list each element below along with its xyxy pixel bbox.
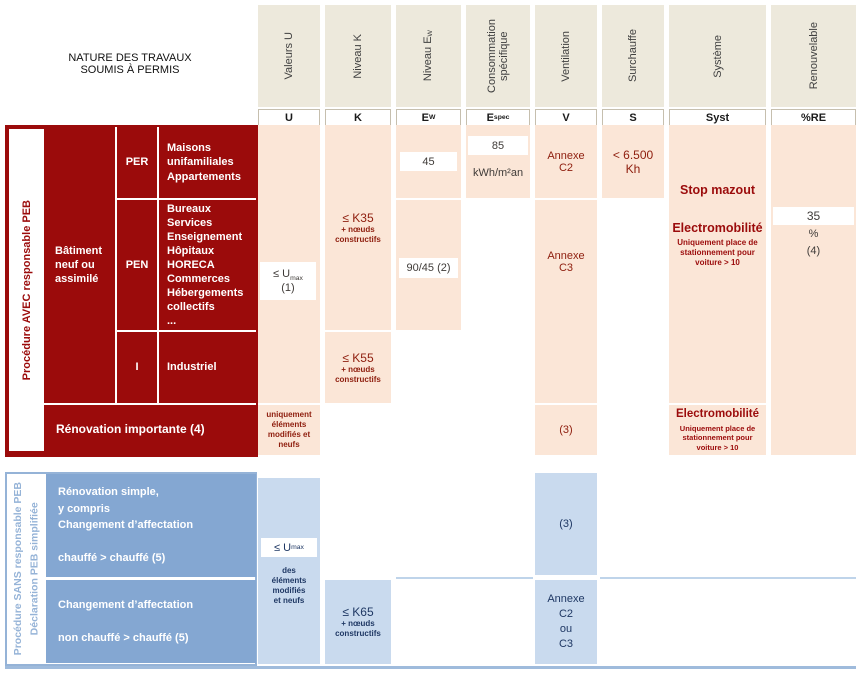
cell-v-blue-row1: (3) (535, 473, 597, 575)
code-cell-u: U (258, 109, 320, 126)
cell-syst-renovation: Electromobilité Uniquement place de stat… (669, 405, 766, 455)
header-niveau-k-label: Niveau K (352, 33, 364, 79)
grid-line (117, 198, 256, 200)
grid-line (44, 403, 256, 405)
value-re-note: (4) (806, 245, 821, 257)
code-cell-v: V (535, 109, 597, 126)
row-divider-line (396, 577, 533, 579)
cell-desc-per: Maisons unifamiliales Appartements (159, 127, 256, 198)
cell-v-pen: Annexe C3 (535, 200, 597, 403)
header-consommation: Consommation spécifique (466, 5, 530, 107)
value-espec-box: 85 (468, 136, 528, 155)
value-electromobilite-note: Uniquement place de stationnement pour v… (677, 238, 758, 267)
header-niveau-ew: Niveau EW (396, 5, 461, 107)
code-cell-re: %RE (771, 109, 856, 126)
value-re-unit: % (808, 228, 819, 240)
header-surchauffe-label: Surchauffe (627, 29, 639, 83)
table-title: NATURE DES TRAVAUX SOUMIS À PERMIS (68, 52, 192, 76)
value-re-box: 35 (773, 207, 854, 225)
value-ew-pen-box: 90/45 (2) (399, 258, 458, 278)
header-renouvelable: Renouvelable (771, 5, 856, 107)
side-strip-avec: Procédure AVEC responsable PEB (9, 129, 44, 451)
value-u-blue-note: des éléments modifiés et neufs (271, 566, 307, 605)
value-electromobilite-note-2: Uniquement place de stationnement pour v… (679, 424, 756, 452)
header-renouvelable-label: Renouvelable (807, 22, 820, 90)
cell-renovation-importante: Rénovation importante (4) (46, 405, 256, 455)
grid-line (115, 330, 256, 332)
value-electromobilite-2: Electromobilité (675, 408, 760, 420)
header-consommation-label: Consommation spécifique (486, 19, 510, 93)
header-systeme-label: Système (711, 34, 724, 78)
cell-v-per: Annexe C2 (535, 125, 597, 198)
header-ventilation: Ventilation (535, 5, 597, 107)
cell-s-per: < 6.500 Kh (602, 125, 664, 198)
value-umax-box: ≤ Umax (1) (260, 262, 316, 300)
cell-desc-industriel: Industriel (159, 332, 256, 403)
cell-code-per: PER (117, 127, 157, 198)
value-electromobilite: Electromobilité (672, 221, 763, 235)
value-v-pen: Annexe C3 (547, 250, 585, 274)
row-divider-line (600, 577, 856, 579)
cell-renovation-simple: Rénovation simple, y compris Changement … (46, 474, 256, 577)
cell-v-blue-row2: Annexe C2 ou C3 (535, 580, 597, 664)
cell-k65: ≤ K65 + nœuds constructifs (325, 580, 391, 664)
header-niveau-ew-label: Niveau EW (422, 30, 435, 82)
header-systeme: Système (669, 5, 766, 107)
cell-k55: ≤ K55 + nœuds constructifs (325, 332, 391, 403)
header-niveau-k: Niveau K (325, 5, 391, 107)
cell-k35: ≤ K35 + nœuds constructifs (325, 125, 391, 330)
table-bottom-border (5, 666, 856, 669)
grid-line (115, 127, 117, 403)
header-valeurs-u-label: Valeurs U (283, 32, 295, 80)
side-strip-sans: Procédure SANS responsable PEB Déclarati… (9, 476, 44, 662)
code-cell-syst: Syst (669, 109, 766, 126)
value-stop-mazout: Stop mazout (680, 183, 755, 197)
cell-desc-pen: Bureaux Services Enseignement Hôpitaux H… (159, 200, 256, 330)
header-surchauffe: Surchauffe (602, 5, 664, 107)
header-valeurs-u: Valeurs U (258, 5, 320, 107)
cell-v-renovation: (3) (535, 405, 597, 455)
side-label-avec: Procédure AVEC responsable PEB (20, 199, 33, 381)
code-cell-k: K (325, 109, 391, 126)
code-cell-s: S (602, 109, 664, 126)
cell-re-merged: 35 % (4) (771, 125, 856, 455)
value-espec-unit: kWh/m²an (472, 167, 524, 180)
cell-syst-merged: Stop mazout Electromobilité Uniquement p… (669, 125, 766, 403)
grid-line (157, 127, 159, 403)
cell-batiment-neuf: Bâtiment neuf ou assimilé (46, 127, 115, 403)
header-ventilation-label: Ventilation (560, 30, 572, 82)
cell-u-renovation: uniquement éléments modifiés et neufs (258, 405, 320, 455)
value-ew-per-box: 45 (400, 152, 457, 171)
side-label-sans: Procédure SANS responsable PEB Déclarati… (12, 482, 41, 656)
cell-code-i: I (117, 332, 157, 403)
cell-changement-affectation: Changement d’affectation non chauffé > c… (46, 580, 256, 663)
cell-code-pen: PEN (117, 200, 157, 330)
